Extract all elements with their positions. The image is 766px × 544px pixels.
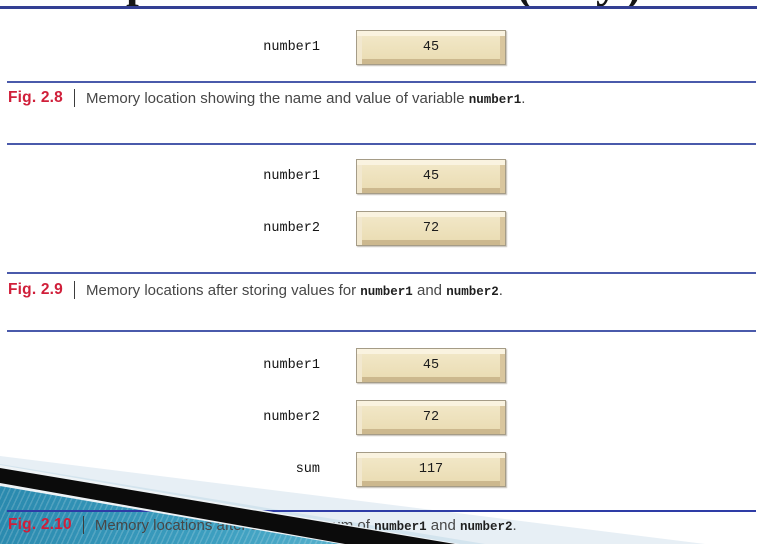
figure-label: Fig. 2.9 xyxy=(8,281,64,298)
memory-row: number2 72 xyxy=(0,211,766,246)
caption-text-mid: and xyxy=(412,281,447,299)
title-glyph-fragment: p xyxy=(126,0,152,5)
variable-name-label: number1 xyxy=(263,358,320,373)
memory-row: number1 45 xyxy=(0,348,766,383)
caption-text: Memory locations after storing the sum o… xyxy=(95,517,517,534)
variable-name-label: number1 xyxy=(263,169,320,184)
memory-row: number1 45 xyxy=(0,30,766,65)
caption-text-post: . xyxy=(521,89,526,107)
caption-text-post: . xyxy=(498,281,503,299)
caption-code: number2 xyxy=(446,284,499,299)
memory-row: number1 45 xyxy=(0,159,766,194)
variable-name-label: sum xyxy=(295,462,320,477)
memory-cell-box: 45 xyxy=(356,30,506,65)
figure-label: Fig. 2.10 xyxy=(8,516,72,533)
caption-text-pre: Memory locations after storing the sum o… xyxy=(94,516,375,534)
caption-code: number1 xyxy=(374,519,427,534)
caption-code: number1 xyxy=(360,284,413,299)
variable-name-label: number2 xyxy=(263,410,320,425)
title-glyph-fragment: ( xyxy=(517,0,532,6)
figure-caption: Fig. 2.9 Memory locations after storing … xyxy=(8,281,503,299)
caption-divider-line xyxy=(74,89,76,107)
variable-name-label: number1 xyxy=(263,40,320,55)
memory-cell-value: 72 xyxy=(422,221,440,236)
figure-rule xyxy=(7,510,756,512)
memory-cell-box: 45 xyxy=(356,159,506,194)
figure-label: Fig. 2.8 xyxy=(8,89,64,106)
memory-cell-box: 45 xyxy=(356,348,506,383)
memory-cell-value: 117 xyxy=(418,462,444,477)
memory-cell-value: 45 xyxy=(422,40,440,55)
memory-row: number2 72 xyxy=(0,400,766,435)
memory-cell-box: 117 xyxy=(356,452,506,487)
memory-cell-box: 72 xyxy=(356,211,506,246)
figure-rule xyxy=(7,143,756,145)
memory-cell-value: 45 xyxy=(422,358,440,373)
caption-text-pre: Memory locations after storing values fo… xyxy=(86,281,361,299)
figure-rule xyxy=(7,330,756,332)
figure-rule xyxy=(7,81,756,83)
caption-code: number2 xyxy=(460,519,513,534)
title-glyph-fragment: ) xyxy=(626,0,641,6)
caption-text-mid: and xyxy=(426,516,460,534)
figure-rule xyxy=(7,272,756,274)
caption-text-pre: Memory location showing the name and val… xyxy=(86,89,469,107)
caption-text-post: . xyxy=(512,516,517,534)
caption-text: Memory location showing the name and val… xyxy=(86,90,525,107)
slide-title-clipped: p ( y ) xyxy=(0,0,766,6)
caption-divider-line xyxy=(82,516,84,534)
title-underline-rule xyxy=(0,6,757,9)
caption-divider-line xyxy=(74,281,76,299)
caption-code: number1 xyxy=(468,92,522,107)
memory-cell-box: 72 xyxy=(356,400,506,435)
variable-name-label: number2 xyxy=(263,221,320,236)
figure-caption: Fig. 2.8 Memory location showing the nam… xyxy=(8,89,525,107)
title-glyph-fragment: y xyxy=(596,0,619,5)
memory-cell-value: 45 xyxy=(422,169,440,184)
memory-cell-value: 72 xyxy=(422,410,440,425)
caption-text: Memory locations after storing values fo… xyxy=(86,282,503,299)
figure-caption: Fig. 2.10 Memory locations after storing… xyxy=(8,516,517,534)
memory-row: sum 117 xyxy=(0,452,766,487)
